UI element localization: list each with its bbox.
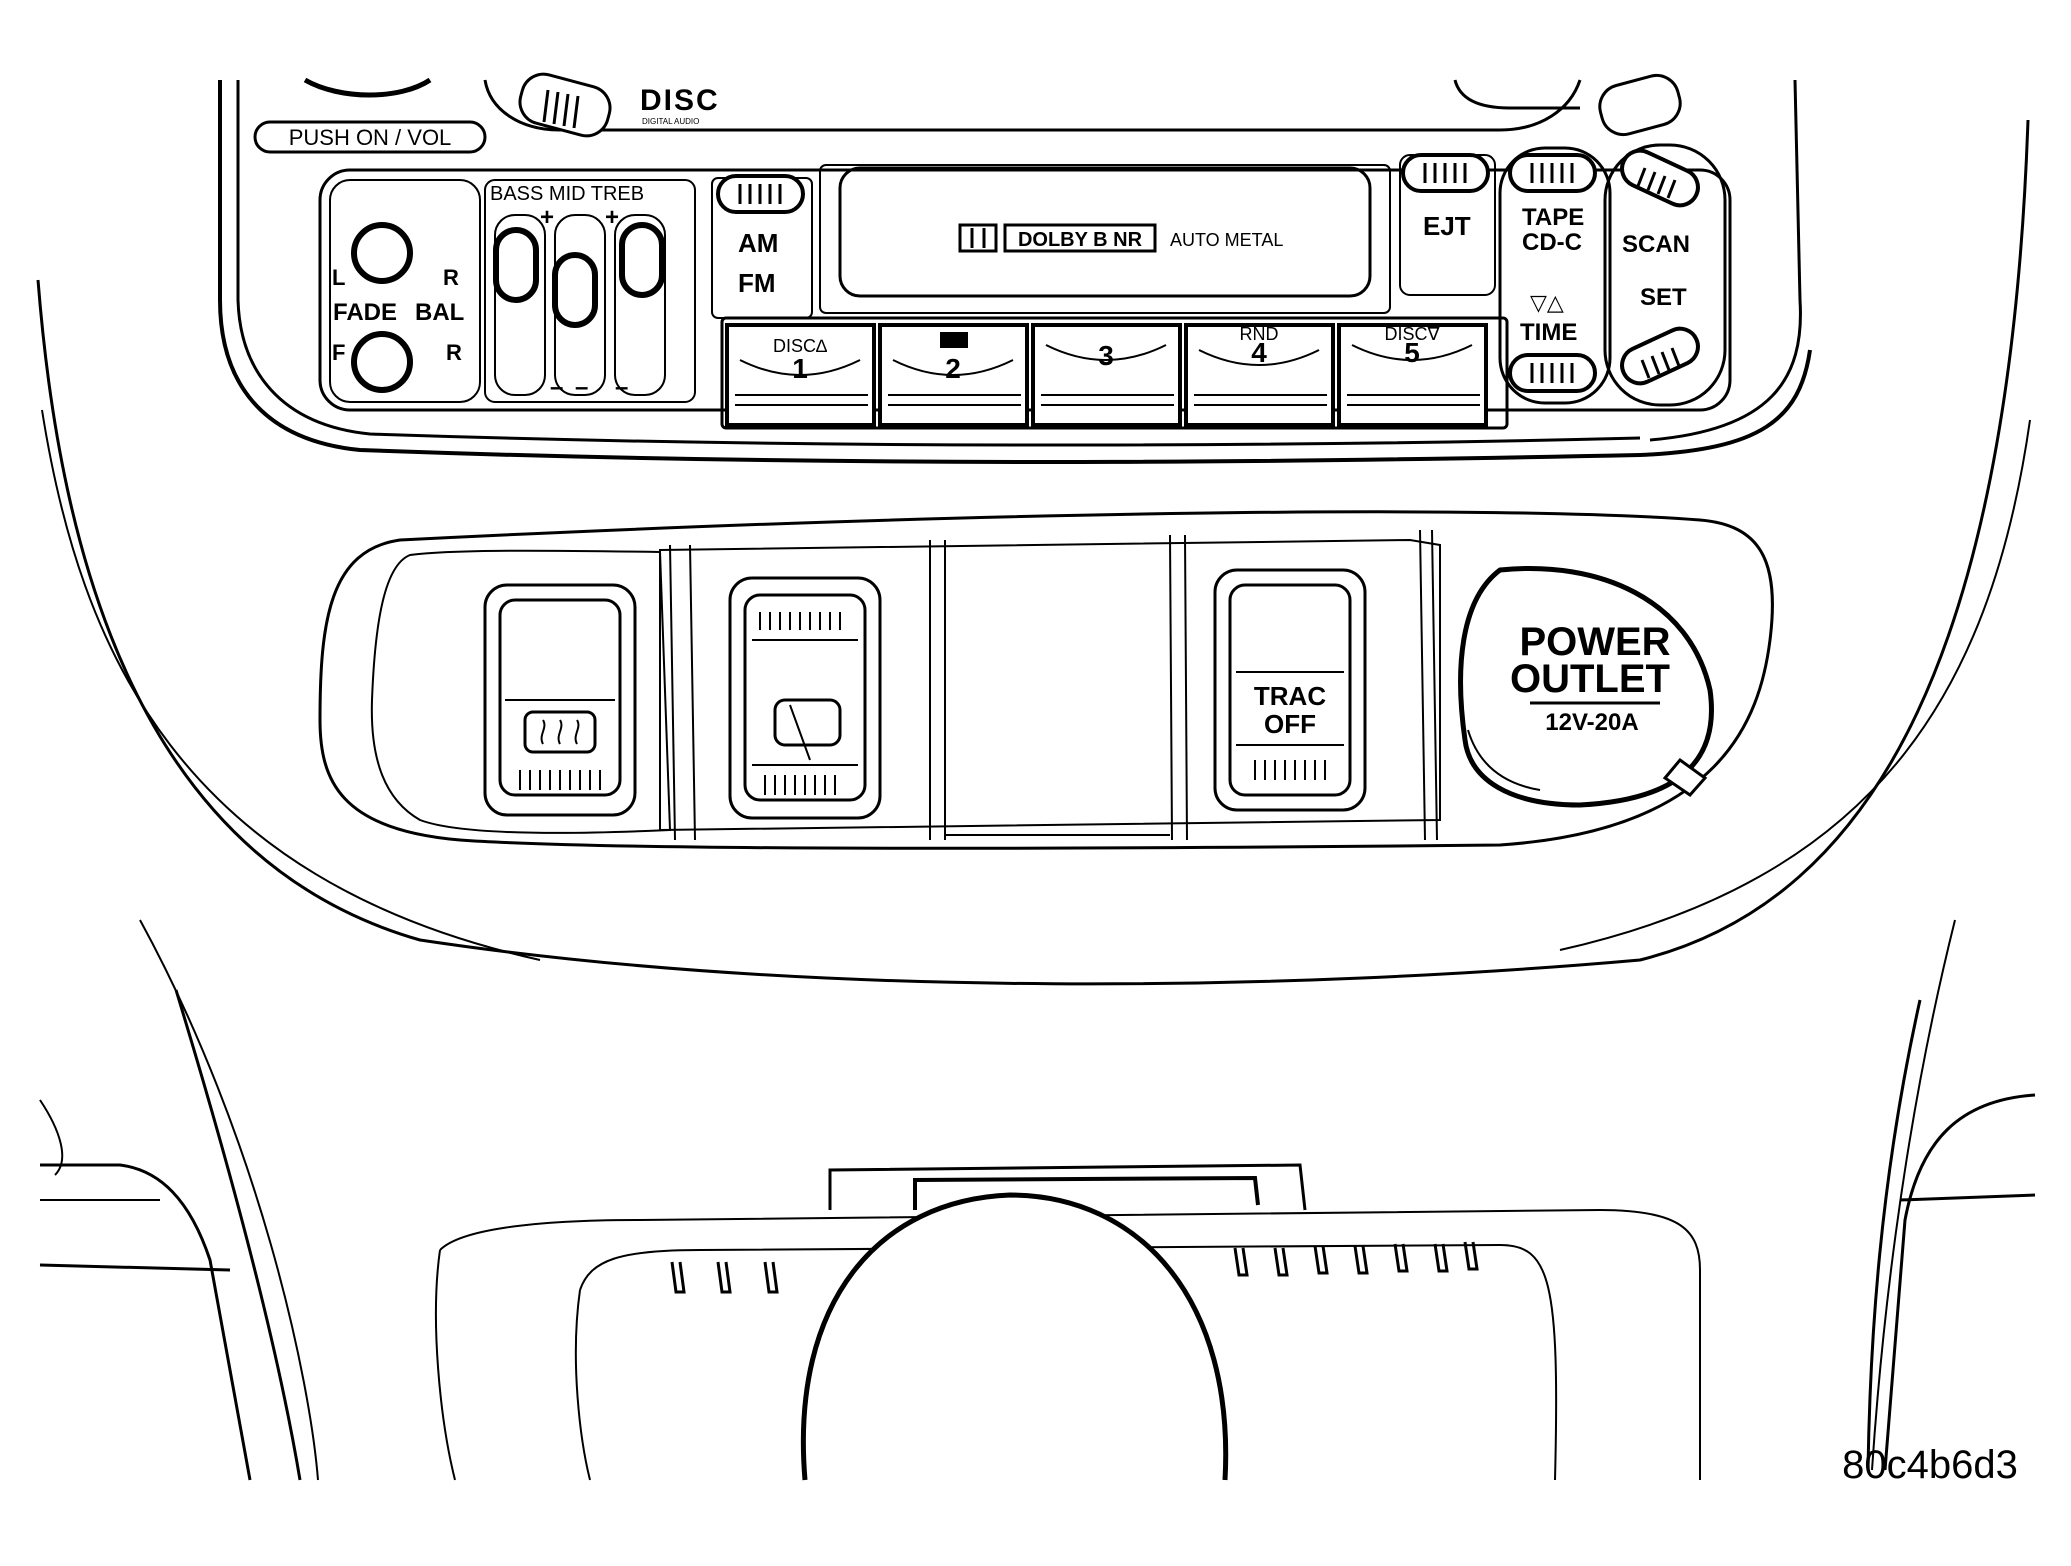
preset-button-2[interactable]: 2 [878,323,1029,427]
tune-grip-right[interactable] [1595,70,1685,139]
outlet-cap-tab [1662,757,1708,797]
tape-time-panel [1498,146,1612,405]
mid-slider[interactable] [552,252,598,328]
preset-3-number: 3 [1098,340,1114,371]
preset-button-3[interactable]: 3 [1031,323,1182,427]
set-label: SET [1640,284,1687,311]
preset-button-1[interactable]: DISC∆ 1 [725,323,876,427]
set-button[interactable] [1616,323,1704,389]
tone-panel [484,179,696,403]
outlet-rating: 12V-20A [1545,709,1638,736]
preset-4-top: RND [1240,324,1279,344]
outlet-line2: OUTLET [1510,657,1670,701]
volume-knob[interactable] [303,77,432,98]
tone-header: BASS MID TREB [490,183,644,205]
preset-row: DISC∆ 1 2 3 RND 4 DISC∇ 5 [720,316,1509,430]
radio-bezel [218,80,1812,464]
scan-button[interactable] [1616,145,1704,211]
grip-ridges [542,89,580,129]
am-label: AM [738,228,778,258]
bal-label: BAL [415,299,464,326]
volume-grip-left[interactable] [515,69,615,141]
figure-id: 80c4b6d3 [1842,1443,2018,1487]
rear-label: R [446,340,462,365]
bal-knob[interactable] [351,331,413,393]
mirror-icon [773,698,842,747]
cdc-label: CD-C [1522,229,1582,256]
front-label: F [332,340,345,365]
eject-label: EJT [1423,211,1471,241]
scan-label: SCAN [1622,231,1690,258]
trac-label: TRAC [1254,681,1326,711]
treb-slider[interactable] [619,222,665,298]
minus-mark-3: – [615,374,628,401]
dolby-double-d-icon [958,223,998,253]
outlet-line1: POWER [1519,620,1670,664]
preset-5-top: DISC∇ [1384,324,1440,344]
ashtray-vents [670,1241,1479,1294]
cassette-bezel [819,164,1391,314]
minus-mark-1: – [550,374,563,401]
preset-5-number: 5 [1404,337,1420,368]
scan-set-panel [1603,143,1727,407]
cassette-door[interactable] [838,166,1372,298]
trac-off-switch[interactable]: TRAC OFF [1213,568,1367,812]
preset-2-cassette-icon [940,332,968,348]
minus-mark-2: – [575,374,588,401]
preset-button-5[interactable]: DISC∇ 5 [1337,323,1488,427]
push-on-vol-label: PUSH ON / VOL [289,125,452,150]
fade-right-label: R [443,265,459,290]
push-on-vol-label-box [253,120,487,154]
mirror-switch[interactable] [728,576,882,820]
rear-defrost-switch[interactable] [483,583,637,817]
dolby-label-box [1003,223,1157,253]
time-arrows: ▽△ [1530,290,1564,315]
preset-2-number: 2 [945,353,961,384]
tape-label: TAPE [1522,204,1584,231]
preset-button-4[interactable]: RND 4 [1184,323,1335,427]
dash-outline [36,119,2030,986]
brand-sub: DIGITAL AUDIO [642,117,699,126]
preset-4-number: 4 [1251,337,1267,368]
brand-logo: DISC [640,84,720,117]
plus-mark-2: + [605,204,619,231]
fade-left-label: L [332,265,345,290]
fade-label: FADE [333,299,397,326]
power-outlet[interactable]: POWER OUTLET 12V-20A [1458,566,1714,808]
fade-bal-panel [329,179,481,403]
preset-1-number: 1 [792,353,808,384]
dolby-label: DOLBY B NR [1018,229,1143,251]
time-label: TIME [1520,319,1577,346]
ashtray-lid[interactable] [800,1192,1229,1481]
preset-1-top: DISC∆ [773,336,827,356]
off-label: OFF [1264,709,1316,739]
switch-bank-outer [318,510,1774,850]
bass-slider[interactable] [493,227,539,303]
fade-knob[interactable] [351,222,413,284]
plus-mark-1: + [540,204,554,231]
fm-label: FM [738,268,776,298]
auto-metal-label: AUTO METAL [1170,230,1283,250]
lid-tab [828,1163,1307,1211]
